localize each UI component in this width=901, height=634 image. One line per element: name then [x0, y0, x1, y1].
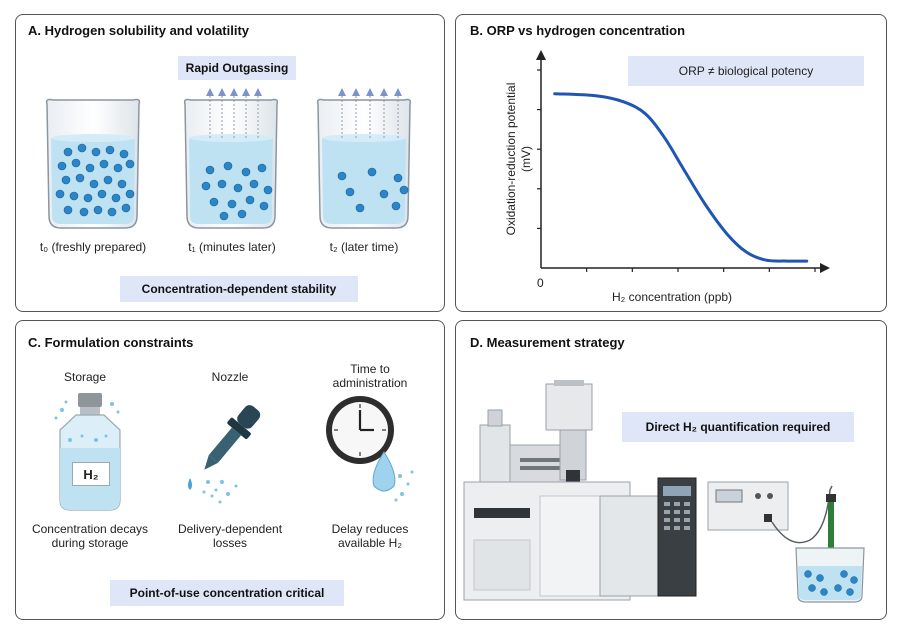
clock-icon	[326, 396, 394, 464]
beakers-illustration	[45, 88, 412, 229]
dropper-drop	[188, 478, 192, 490]
time-label: Time to administration	[310, 362, 430, 390]
dropper-spray	[202, 480, 238, 504]
bubbles-t0	[55, 143, 135, 217]
nozzle-caption: Delivery-dependent losses	[165, 522, 295, 550]
clock-drop	[372, 451, 396, 492]
concentration-stability-box: Concentration-dependent stability	[120, 276, 358, 302]
bubbles-t1	[201, 161, 273, 221]
nozzle-caption-line1: Delivery-dependent	[177, 522, 283, 536]
direct-quantification-box: Direct H₂ quantification required	[622, 412, 854, 442]
gas-chromatograph-icon	[463, 380, 697, 601]
beaker-label-t1: t₁ (minutes later)	[188, 240, 276, 254]
storage-label: Storage	[63, 370, 107, 384]
clock-spray	[394, 470, 414, 502]
measurement-bubbles	[804, 570, 858, 596]
panel-c-title: C. Formulation constraints	[28, 335, 194, 350]
storage-caption: Concentration decays during storage	[20, 522, 160, 550]
bubbles-t2	[337, 167, 409, 213]
nozzle-label: Nozzle	[211, 370, 249, 384]
outgassing-arrows-t1	[206, 88, 262, 96]
time-caption: Delay reduces available H₂	[310, 522, 430, 550]
time-label-line2: administration	[332, 376, 408, 390]
y-axis-arrow	[536, 50, 546, 60]
outgassing-lines-t2	[341, 96, 399, 140]
time-label-line1: Time to	[350, 362, 390, 376]
outgassing-lines-t1	[209, 96, 259, 140]
probe-icon	[828, 500, 834, 562]
vial-label-text: H₂	[72, 462, 110, 486]
time-caption-line1: Delay reduces	[331, 522, 409, 536]
rapid-outgassing-box: Rapid Outgassing	[178, 56, 296, 80]
vial-bubbles	[54, 400, 120, 442]
outgassing-arrows-t2	[338, 88, 402, 96]
beaker-label-t2: t₂ (later time)	[329, 240, 399, 254]
storage-caption-line2: during storage	[51, 536, 129, 550]
panel-d-title: D. Measurement strategy	[470, 335, 625, 350]
orp-annotation-box: ORP ≠ biological potency	[628, 56, 864, 86]
orp-meter-icon	[707, 481, 789, 531]
chart-axes	[540, 58, 822, 269]
panel-a-title: A. Hydrogen solubility and volatility	[28, 23, 250, 38]
panel-b-title: B. ORP vs hydrogen concentration	[470, 23, 686, 38]
nozzle-caption-line2: losses	[212, 536, 247, 550]
x-axis-label: H₂ concentration (ppb)	[612, 290, 733, 304]
beaker-label-t0: t₀ (freshly prepared)	[39, 240, 147, 254]
x-axis-origin-label: 0	[537, 276, 544, 290]
point-of-use-box: Point-of-use concentration critical	[110, 580, 344, 606]
orp-curve-line	[553, 92, 809, 263]
orp-chart	[536, 50, 830, 273]
dropper-icon	[204, 405, 261, 470]
x-axis-arrow	[820, 263, 830, 273]
time-caption-line2: available H₂	[337, 536, 403, 550]
storage-caption-line1: Concentration decays	[31, 522, 149, 536]
